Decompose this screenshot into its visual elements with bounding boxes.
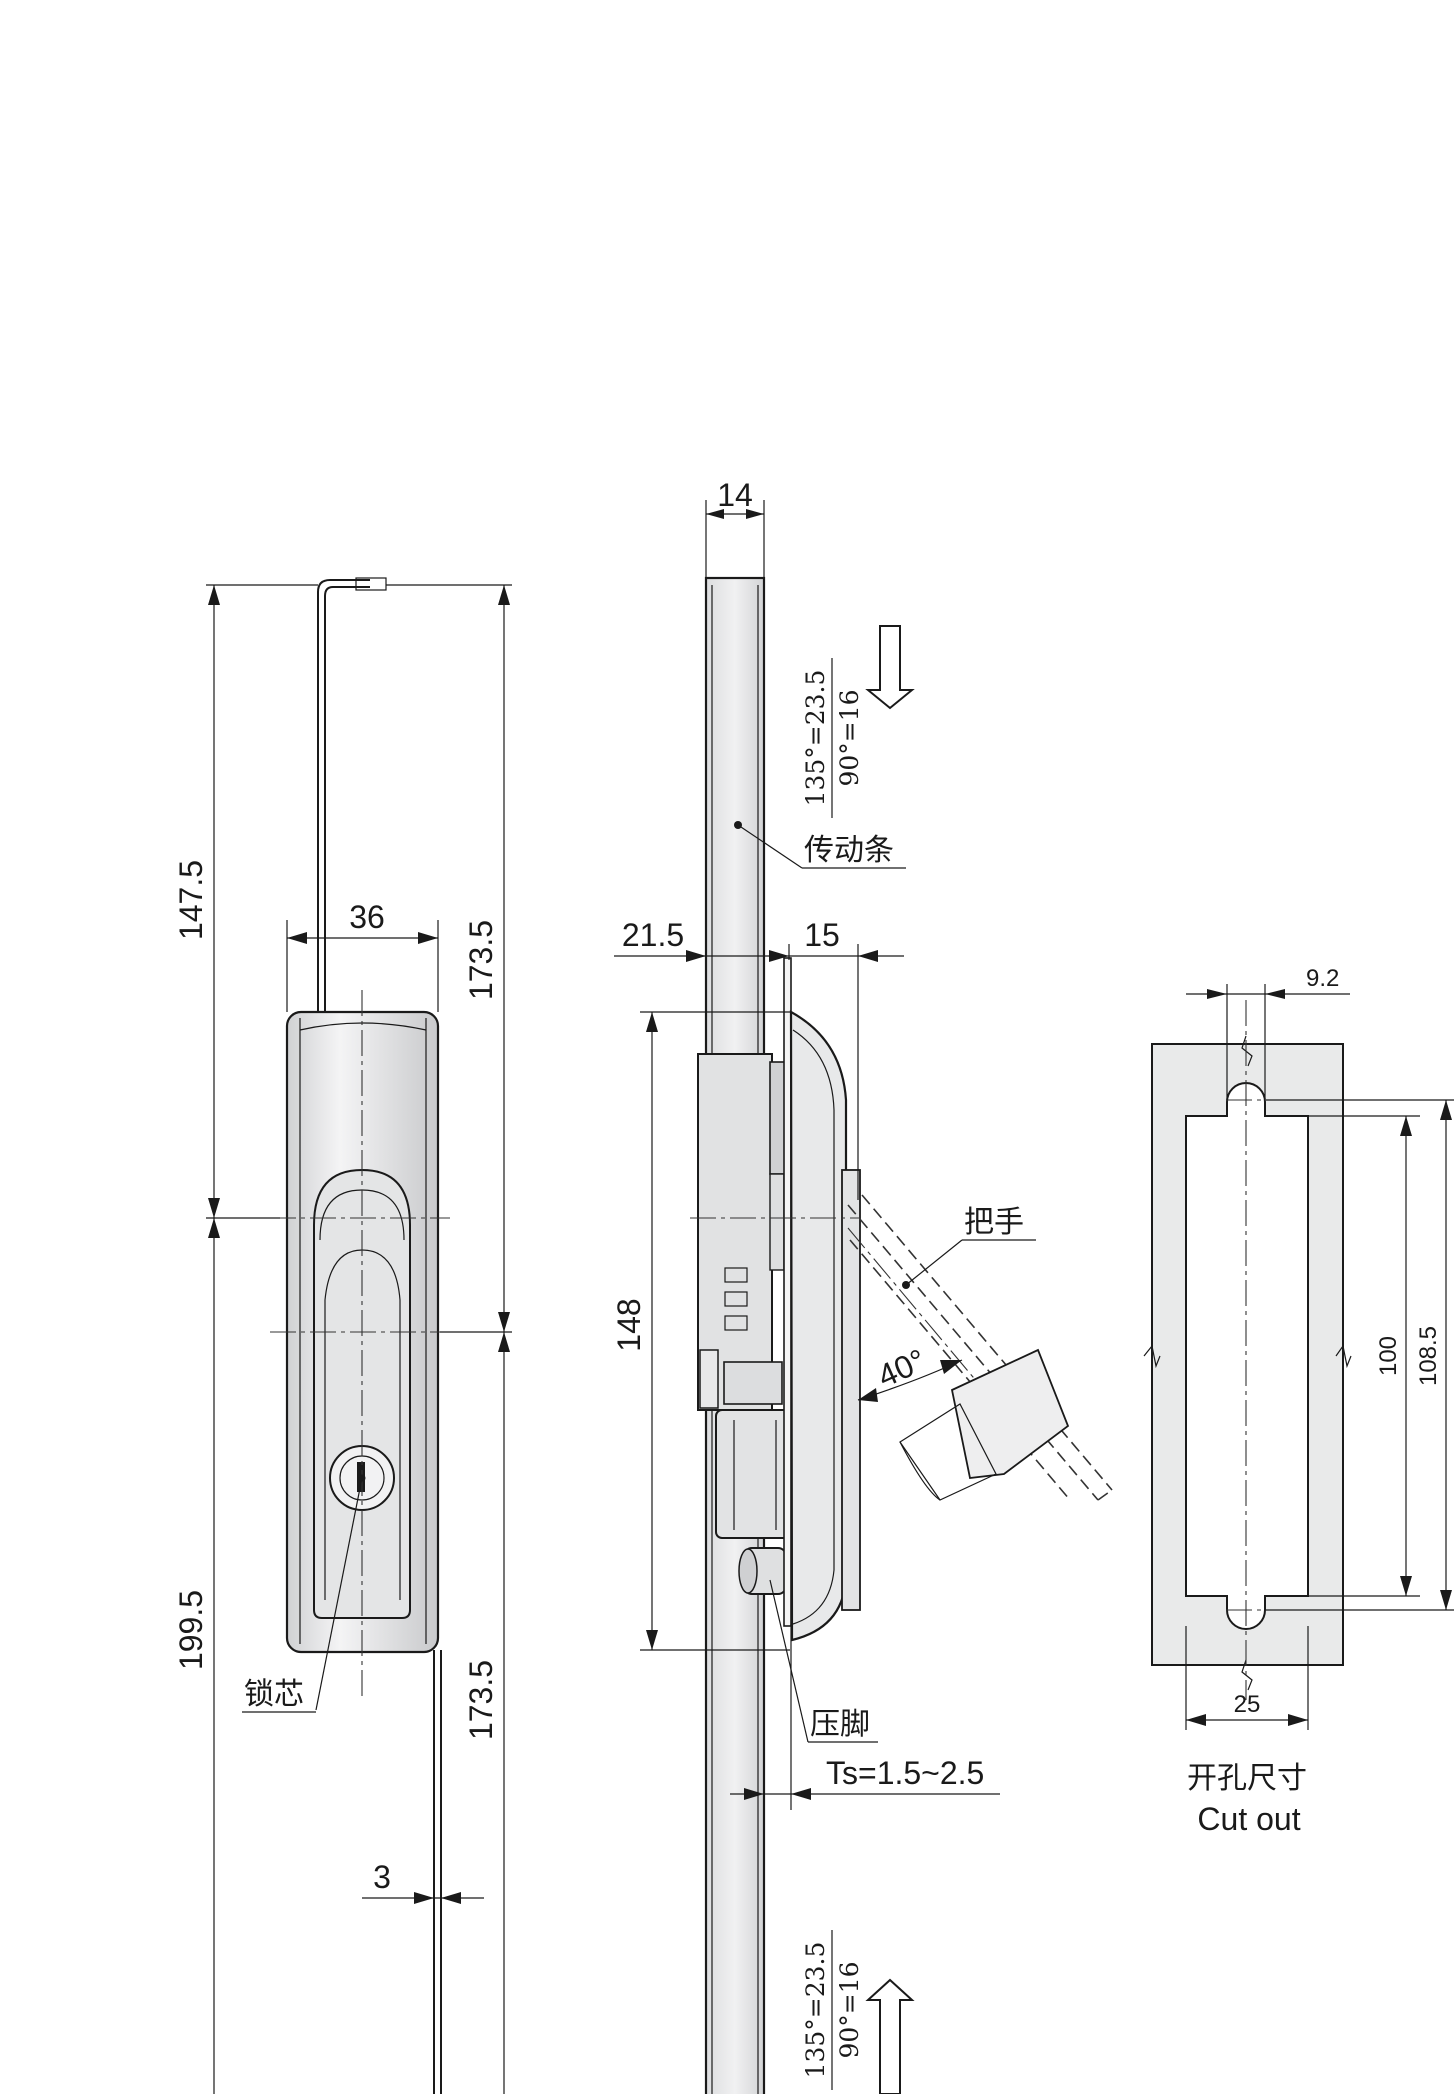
travel-note-top: 135°=23.5 90°=16 (801, 658, 864, 818)
svg-text:135°=23.5: 135°=23.5 (801, 670, 830, 807)
dim-3: 3 (373, 1859, 391, 1895)
travel-note-bottom: 135°=23.5 90°=16 (801, 1930, 864, 2090)
cam-block (715, 1409, 793, 1539)
dim-9-2: 9.2 (1306, 965, 1339, 992)
cutout-opening (1185, 1082, 1309, 1630)
handle-side-profile (789, 1010, 848, 1642)
top-rod (317, 579, 370, 1012)
dim-147-5: 147.5 (173, 860, 209, 940)
dim-199-5: 199.5 (173, 1590, 209, 1670)
bottom-rod (433, 1650, 435, 2094)
svg-text:135°=23.5: 135°=23.5 (801, 1942, 830, 2079)
dim-21-5: 21.5 (622, 917, 684, 953)
label-clamp-foot: 压脚 (810, 1707, 870, 1742)
cutout-title-cn: 开孔尺寸 (1187, 1761, 1307, 1796)
dim-25: 25 (1234, 1691, 1261, 1718)
svg-text:90°=16: 90°=16 (835, 689, 864, 786)
side-view: 40° 14 21.5 15 148 Ts=1.5~2.5 (611, 477, 1113, 2094)
dim-100: 100 (1375, 1336, 1402, 1376)
dim-108-5: 108.5 (1415, 1326, 1442, 1386)
dim-148: 148 (611, 1298, 647, 1351)
label-handle: 把手 (964, 1205, 1024, 1240)
dim-15: 15 (804, 917, 840, 953)
svg-text:90°=16: 90°=16 (835, 1961, 864, 2058)
label-drive-bar: 传动条 (804, 833, 894, 868)
front-view: 147.5 199.5 173.5 173.5 36 3 锁芯 (173, 577, 512, 2094)
dim-36: 36 (349, 899, 385, 935)
arrow-down (865, 625, 915, 710)
door-panel (783, 957, 792, 1627)
handle-grip (841, 1169, 861, 1611)
arrow-up (865, 1978, 915, 2094)
thickness-ts: Ts=1.5~2.5 (826, 1755, 984, 1791)
dim-14: 14 (717, 477, 753, 513)
dim-173-5-top: 173.5 (463, 920, 499, 1000)
cutout-view: 9.2 100 108.5 25 开孔尺寸 Cut out (1143, 965, 1454, 1837)
angle-40: 40° (872, 1342, 931, 1395)
cutout-title-en: Cut out (1197, 1801, 1300, 1837)
label-lock-core: 锁芯 (244, 1677, 304, 1712)
handle-open-position (847, 1194, 1113, 1501)
dim-173-5-bottom: 173.5 (463, 1660, 499, 1740)
top-rod-tip (355, 577, 387, 591)
